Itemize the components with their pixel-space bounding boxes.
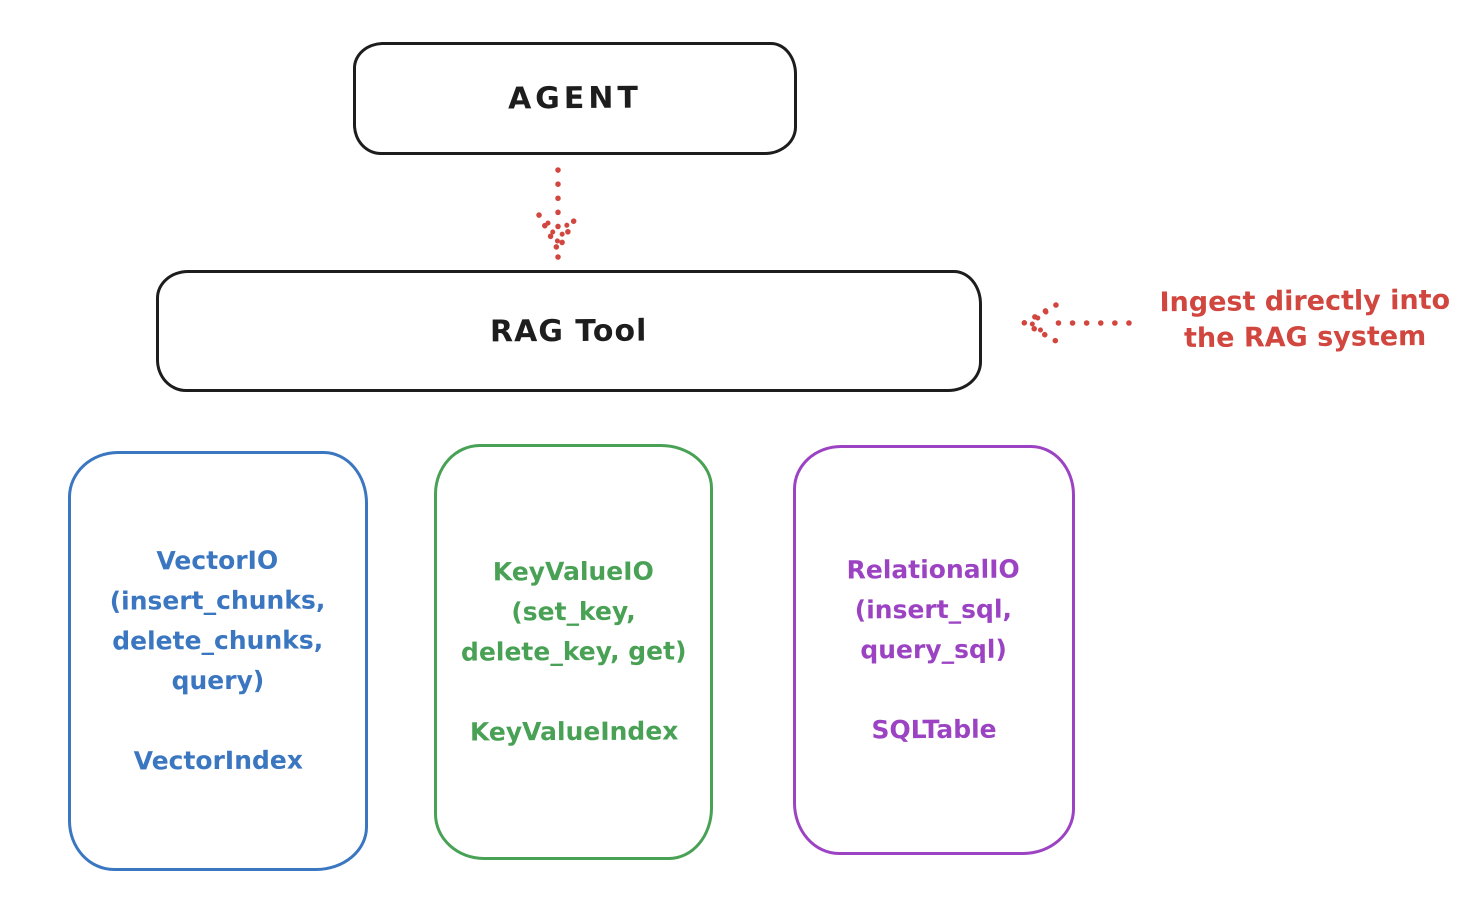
pillar-line: query) (171, 665, 265, 696)
pillar-line: VectorIO (156, 545, 279, 576)
pillar-line: RelationalIO (846, 554, 1021, 585)
relational-io-box: RelationalIO (insert_sql, query_sql) SQL… (793, 445, 1075, 855)
pillar-line: delete_chunks, (112, 625, 324, 656)
ingest-annotation: Ingest directly into the RAG system (1138, 283, 1473, 358)
annotation-line-2: the RAG system (1183, 320, 1427, 355)
vector-io-text: VectorIO (insert_chunks, delete_chunks, … (110, 540, 327, 781)
keyvalue-io-text: KeyValueIO (set_key, delete_key, get) Ke… (460, 551, 687, 752)
agent-to-rag-arrow-icon (536, 167, 580, 260)
annotation-to-rag-arrow-icon (1018, 302, 1132, 344)
relational-io-text: RelationalIO (insert_sql, query_sql) SQL… (847, 550, 1021, 751)
rag-tool-label: RAG Tool (490, 313, 648, 349)
agent-label: AGENT (507, 80, 643, 117)
pillar-line: delete_key, get) (460, 636, 687, 667)
pillar-line: KeyValueIO (492, 556, 654, 587)
agent-box: AGENT (353, 42, 797, 155)
pillar-line: query_sql) (860, 634, 1008, 665)
pillar-line: (insert_sql, (855, 594, 1013, 625)
pillar-index-label: KeyValueIndex (469, 716, 679, 747)
pillar-line: (set_key, (510, 596, 636, 627)
rag-tool-box: RAG Tool (156, 270, 982, 392)
annotation-line-1: Ingest directly into (1159, 284, 1451, 319)
keyvalue-io-box: KeyValueIO (set_key, delete_key, get) Ke… (434, 444, 713, 860)
vector-io-box: VectorIO (insert_chunks, delete_chunks, … (68, 451, 368, 871)
pillar-index-label: SQLTable (871, 714, 998, 745)
pillar-line: (insert_chunks, (109, 585, 326, 616)
pillar-index-label: VectorIndex (133, 745, 304, 776)
